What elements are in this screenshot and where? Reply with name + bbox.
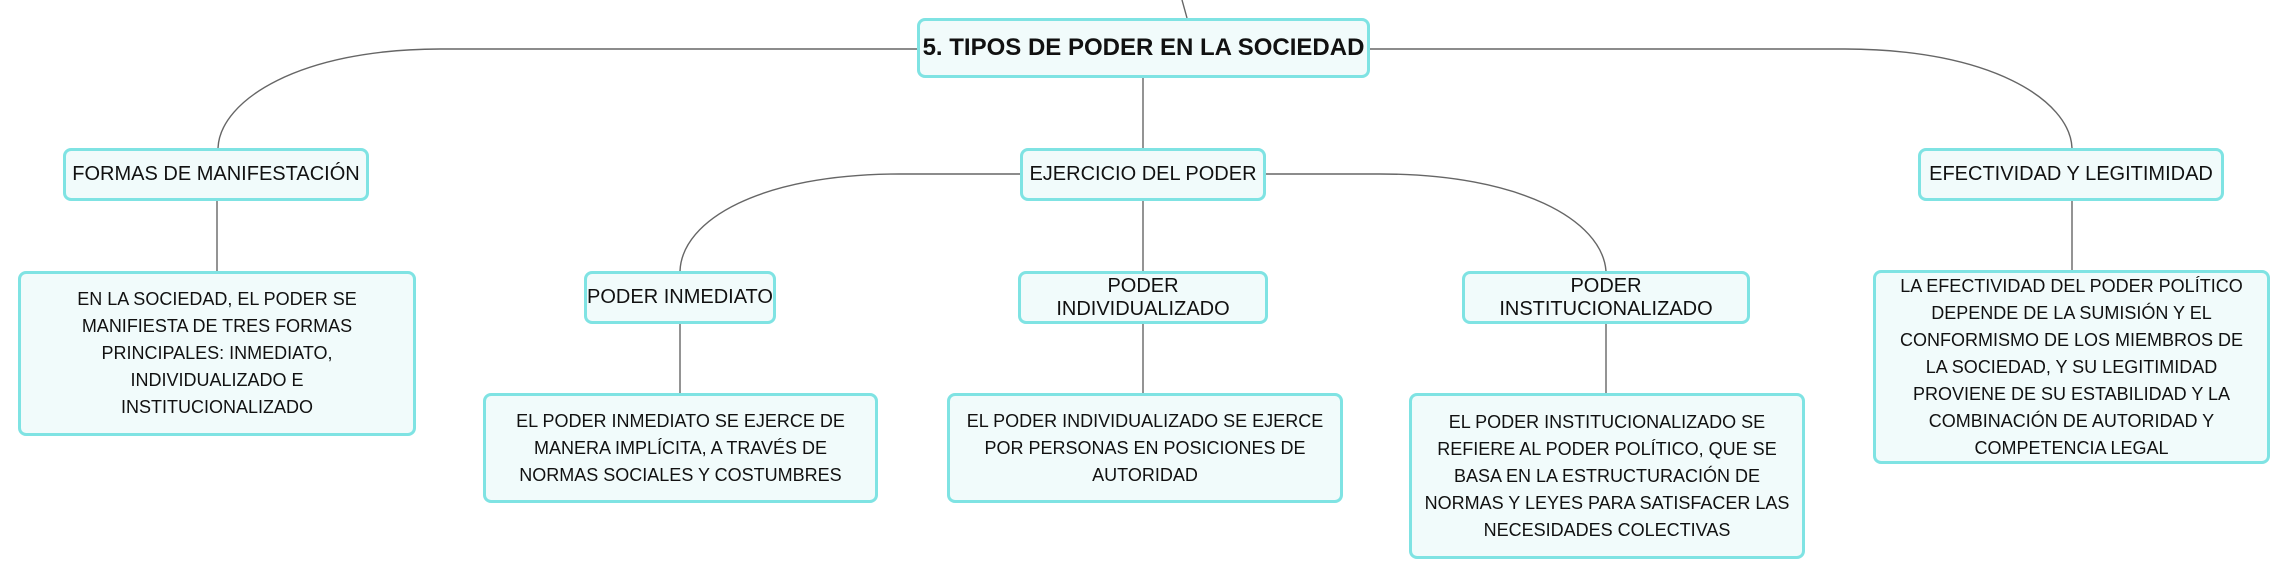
formas-description-node[interactable]: EN LA SOCIEDAD, EL PODER SE MANIFIESTA D… — [18, 271, 416, 436]
connector-top-stub — [1181, 0, 1188, 19]
connector-root-formas — [217, 48, 917, 149]
child-inmediato-label: PODER INMEDIATO — [587, 286, 773, 308]
branch-formas-label: FORMAS DE MANIFESTACIÓN — [72, 163, 360, 185]
individualizado-description-text: EL PODER INDIVIDUALIZADO SE EJERCE POR P… — [966, 410, 1324, 485]
child-poder-individualizado[interactable]: PODER INDIVIDUALIZADO — [1018, 271, 1268, 324]
root-node[interactable]: 5. TIPOS DE PODER EN LA SOCIEDAD — [917, 18, 1370, 78]
child-poder-inmediato[interactable]: PODER INMEDIATO — [584, 271, 776, 324]
formas-description-text: EN LA SOCIEDAD, EL PODER SE MANIFIESTA D… — [77, 289, 357, 417]
inmediato-description-text: EL PODER INMEDIATO SE EJERCE DE MANERA I… — [516, 410, 845, 485]
connector-ejercicio-institucionalizado — [1264, 173, 1607, 272]
branch-ejercicio-del-poder[interactable]: EJERCICIO DEL PODER — [1020, 148, 1266, 201]
branch-formas-de-manifestacion[interactable]: FORMAS DE MANIFESTACIÓN — [63, 148, 369, 201]
individualizado-description-node[interactable]: EL PODER INDIVIDUALIZADO SE EJERCE POR P… — [947, 393, 1343, 503]
connector-root-efectividad — [1370, 48, 2073, 149]
institucionalizado-description-text: EL PODER INSTITUCIONALIZADO SE REFIERE A… — [1424, 411, 1790, 540]
efectividad-description-text: LA EFECTIVIDAD DEL PODER POLÍTICO DEPEND… — [1899, 275, 2244, 458]
child-institucionalizado-label: PODER INSTITUCIONALIZADO — [1499, 274, 1713, 320]
institucionalizado-description-node[interactable]: EL PODER INSTITUCIONALIZADO SE REFIERE A… — [1409, 393, 1805, 559]
connector-ejercicio-inmediato — [679, 173, 1022, 272]
branch-efectividad-label: EFECTIVIDAD Y LEGITIMIDAD — [1929, 163, 2213, 185]
child-poder-institucionalizado[interactable]: PODER INSTITUCIONALIZADO — [1462, 271, 1750, 324]
branch-ejercicio-label: EJERCICIO DEL PODER — [1029, 163, 1257, 185]
child-individualizado-label: PODER INDIVIDUALIZADO — [1056, 274, 1230, 320]
root-node-label: 5. TIPOS DE PODER EN LA SOCIEDAD — [922, 34, 1365, 61]
efectividad-description-node[interactable]: LA EFECTIVIDAD DEL PODER POLÍTICO DEPEND… — [1873, 270, 2270, 464]
branch-efectividad-y-legitimidad[interactable]: EFECTIVIDAD Y LEGITIMIDAD — [1918, 148, 2224, 201]
inmediato-description-node[interactable]: EL PODER INMEDIATO SE EJERCE DE MANERA I… — [483, 393, 878, 503]
